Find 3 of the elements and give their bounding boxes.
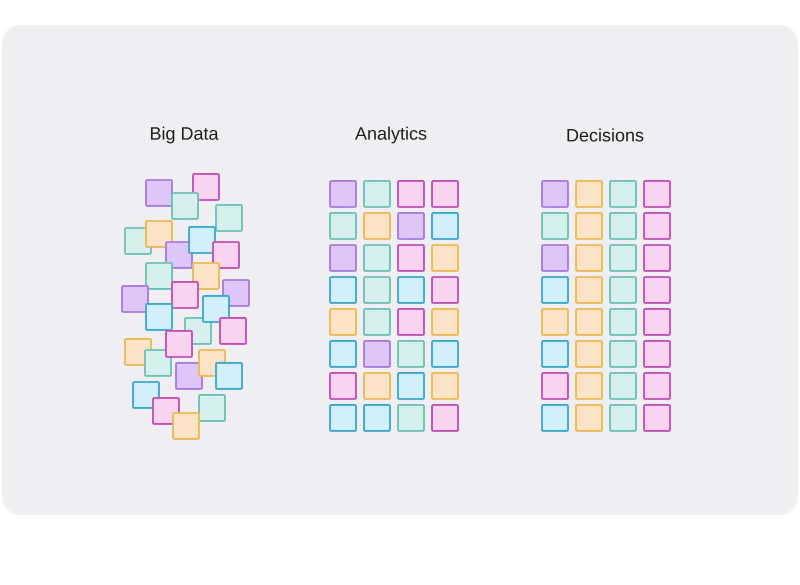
column-heading: Decisions xyxy=(567,128,644,142)
column-heading: Big Data xyxy=(150,126,218,144)
column-heading: Analytics xyxy=(355,126,426,144)
